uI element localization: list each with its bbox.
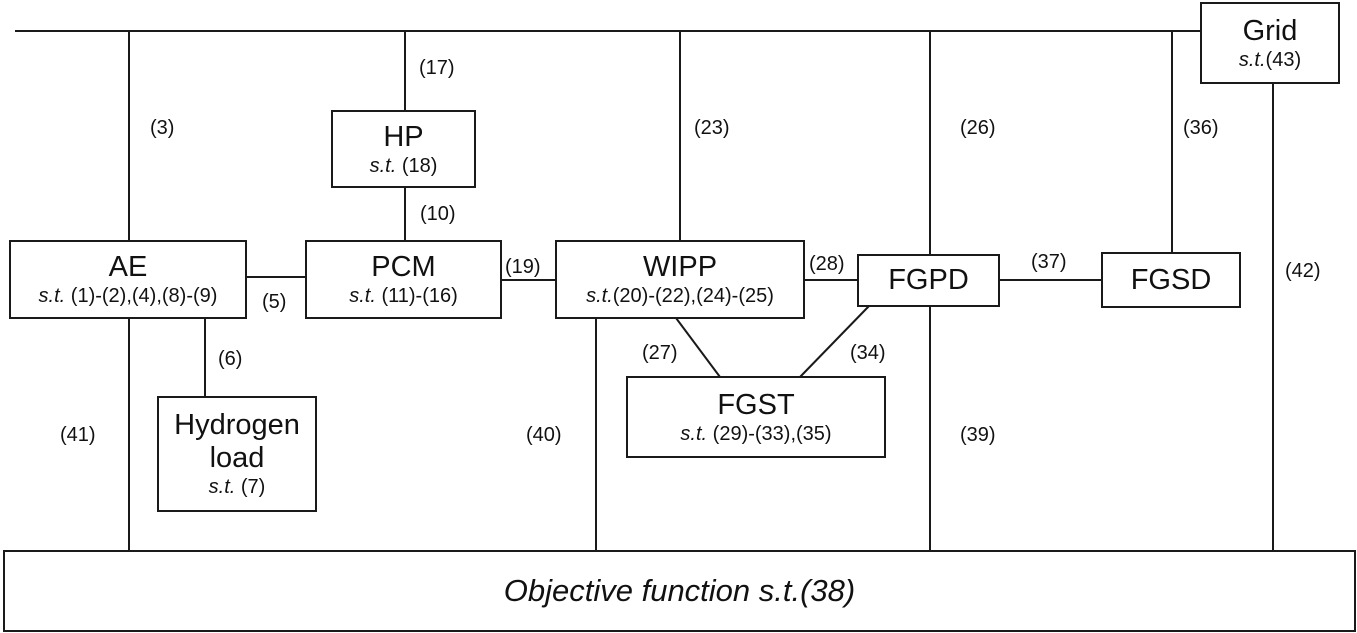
ae-label: AE bbox=[108, 251, 148, 283]
fgsd-label: FGSD bbox=[1130, 263, 1212, 296]
edge-27-line bbox=[675, 317, 721, 378]
edge-label-34: (34) bbox=[850, 342, 886, 364]
hp-st-prefix: s.t. bbox=[369, 154, 397, 177]
edge-label-26: (26) bbox=[960, 117, 996, 139]
wipp-label: WIPP bbox=[642, 251, 718, 283]
edge-label-23: (23) bbox=[694, 117, 730, 139]
edge-label-28: (28) bbox=[809, 253, 845, 275]
objective-function-box: Objective function s.t.(38) bbox=[3, 550, 1356, 632]
edge-34-line bbox=[799, 305, 870, 378]
hp-st-refs: (18) bbox=[401, 154, 438, 177]
edge-label-6: (6) bbox=[218, 348, 243, 370]
fgst-st-prefix: s.t. bbox=[680, 422, 708, 445]
hydrogen-load-st-prefix: s.t. bbox=[208, 476, 236, 498]
edge-label-36: (36) bbox=[1183, 117, 1219, 139]
pcm-st-refs: (11)-(16) bbox=[381, 285, 458, 307]
grid-label: Grid bbox=[1242, 14, 1298, 47]
pcm-box: PCM s.t. (11)-(16) bbox=[305, 240, 502, 319]
pcm-label: PCM bbox=[371, 251, 436, 283]
pcm-st-prefix: s.t. bbox=[349, 285, 376, 307]
hydrogen-load-label-line1: Hydrogen bbox=[174, 409, 300, 441]
fgst-box: FGST s.t. (29)-(33),(35) bbox=[626, 376, 886, 458]
ae-st-refs: (1)-(2),(4),(8)-(9) bbox=[70, 285, 218, 307]
edge-label-41: (41) bbox=[60, 424, 96, 446]
grid-st-prefix: s.t. bbox=[1238, 48, 1266, 71]
edge-label-42: (42) bbox=[1285, 260, 1321, 282]
ae-box: AE s.t. (1)-(2),(4),(8)-(9) bbox=[9, 240, 247, 319]
fgpd-box: FGPD bbox=[857, 254, 1000, 307]
edge-label-5: (5) bbox=[262, 291, 287, 313]
edge-label-3: (3) bbox=[150, 117, 175, 139]
edge-label-19: (19) bbox=[505, 256, 541, 278]
fgsd-box: FGSD bbox=[1101, 252, 1241, 308]
fgpd-label: FGPD bbox=[888, 264, 969, 296]
edge-label-37: (37) bbox=[1031, 251, 1067, 273]
edge-label-39: (39) bbox=[960, 424, 996, 446]
edge-label-17: (17) bbox=[419, 57, 455, 79]
wipp-st-prefix: s.t. bbox=[586, 285, 613, 307]
grid-box: Grid s.t.(43) bbox=[1200, 2, 1340, 84]
edge-label-10: (10) bbox=[420, 203, 456, 225]
fgst-st-refs: (29)-(33),(35) bbox=[712, 422, 832, 445]
hydrogen-load-st-refs: (7) bbox=[240, 476, 266, 498]
wipp-st-refs: (20)-(22),(24)-(25) bbox=[612, 285, 774, 307]
edge-label-27: (27) bbox=[642, 342, 678, 364]
hp-box: HP s.t. (18) bbox=[331, 110, 476, 188]
grid-st-refs: (43) bbox=[1265, 48, 1302, 71]
wipp-box: WIPP s.t.(20)-(22),(24)-(25) bbox=[555, 240, 805, 319]
hp-label: HP bbox=[383, 120, 424, 153]
fgst-label: FGST bbox=[717, 388, 795, 421]
ae-st-prefix: s.t. bbox=[38, 285, 66, 307]
hydrogen-load-label-line2: load bbox=[209, 442, 265, 474]
edge-label-40: (40) bbox=[526, 424, 562, 446]
hydrogen-load-box: Hydrogen load s.t. (7) bbox=[157, 396, 317, 512]
